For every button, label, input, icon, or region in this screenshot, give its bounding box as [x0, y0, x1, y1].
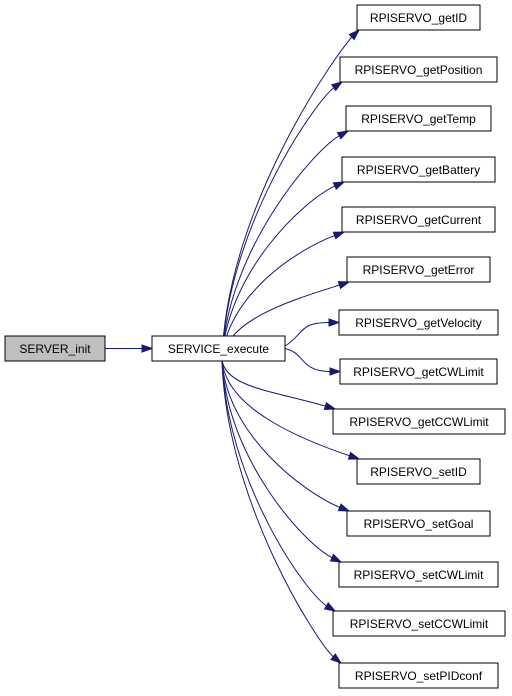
node-rpiservo-getbattery[interactable]: RPISERVO_getBattery	[341, 156, 496, 183]
edge-execute-to-set-pid-conf	[221, 359, 336, 659]
node-rpiservo-gettemp-label: RPISERVO_getTemp	[361, 112, 476, 126]
node-rpiservo-getccwlimit-label: RPISERVO_getCCWLimit	[349, 415, 489, 429]
edge-execute-to-get-position-arrowhead	[330, 81, 344, 92]
node-rpiservo-setgoal[interactable]: RPISERVO_setGoal	[346, 510, 491, 537]
edge-execute-to-get-battery-arrowhead	[332, 181, 346, 191]
node-rpiservo-getid-box	[356, 4, 481, 31]
edge-execute-to-set-ccw-limit-arrowhead	[323, 602, 337, 612]
edge-execute-to-set-id-arrowhead	[347, 451, 361, 460]
edge-execute-to-set-pid-conf-arrowhead	[330, 653, 343, 664]
edge-execute-to-get-temp	[221, 134, 342, 361]
edge-execute-to-set-id	[221, 359, 352, 457]
node-service-execute-box	[151, 335, 286, 362]
node-rpiservo-setccwlimit-box	[332, 610, 506, 637]
node-rpiservo-setcwlimit-box	[338, 561, 499, 588]
node-rpiservo-setccwlimit[interactable]: RPISERVO_setCCWLimit	[332, 610, 506, 637]
node-rpiservo-getvelocity-label: RPISERVO_getVelocity	[355, 316, 482, 330]
edge-execute-to-set-goal	[221, 359, 342, 509]
edge-root-to-execute-arrowhead	[141, 344, 154, 353]
node-service-execute-label: SERVICE_execute	[168, 342, 269, 356]
node-rpiservo-getcwlimit-box	[339, 358, 498, 385]
edge-execute-to-set-goal-arrowhead	[337, 503, 351, 512]
node-rpiservo-setid[interactable]: RPISERVO_setID	[356, 458, 481, 485]
node-rpiservo-setcwlimit[interactable]: RPISERVO_setCWLimit	[338, 561, 499, 588]
node-rpiservo-setpidconf-box	[338, 662, 499, 689]
edge-execute-to-get-ccw-limit-arrowhead	[323, 401, 337, 411]
edge-execute-to-set-cw-limit	[221, 359, 335, 560]
node-server-init-label: SERVER_init	[19, 342, 91, 356]
edge-execute-to-set-ccw-limit	[221, 359, 329, 608]
edge-execute-to-get-error-arrowhead	[337, 281, 351, 290]
node-rpiservo-getbattery-box	[341, 156, 496, 183]
node-rpiservo-setcwlimit-label: RPISERVO_setCWLimit	[354, 568, 484, 582]
node-rpiservo-getcurrent[interactable]: RPISERVO_getCurrent	[341, 206, 496, 233]
node-service-execute[interactable]: SERVICE_execute	[151, 335, 286, 362]
edge-execute-to-get-ccw-limit	[221, 359, 328, 408]
node-server-init[interactable]: SERVER_init	[4, 335, 106, 362]
node-rpiservo-setccwlimit-label: RPISERVO_setCCWLimit	[350, 617, 489, 631]
node-rpiservo-getcwlimit[interactable]: RPISERVO_getCWLimit	[339, 358, 498, 385]
edge-execute-to-get-velocity-arrowhead	[328, 318, 341, 327]
call-edges	[105, 28, 361, 664]
node-rpiservo-gettemp-box	[345, 105, 492, 132]
node-rpiservo-geterror-box	[346, 256, 491, 283]
node-rpiservo-setpidconf-label: RPISERVO_setPIDconf	[355, 669, 483, 683]
node-rpiservo-getposition-box	[339, 56, 498, 83]
edge-execute-to-get-cw-limit	[284, 348, 331, 372]
node-rpiservo-geterror[interactable]: RPISERVO_getError	[346, 256, 491, 283]
edge-execute-to-get-position	[221, 86, 336, 361]
node-rpiservo-setgoal-label: RPISERVO_setGoal	[364, 517, 474, 531]
node-rpiservo-getcurrent-label: RPISERVO_getCurrent	[356, 213, 482, 227]
edge-execute-to-get-cw-limit-arrowhead	[329, 367, 342, 376]
node-rpiservo-getposition-label: RPISERVO_getPosition	[355, 63, 483, 77]
node-rpiservo-getbattery-label: RPISERVO_getBattery	[357, 163, 480, 177]
node-rpiservo-getvelocity[interactable]: RPISERVO_getVelocity	[338, 309, 499, 336]
edge-execute-to-get-battery	[221, 184, 337, 361]
edge-execute-to-get-temp-arrowhead	[336, 130, 350, 140]
node-rpiservo-setgoal-box	[346, 510, 491, 537]
node-rpiservo-setpidconf[interactable]: RPISERVO_setPIDconf	[338, 662, 499, 689]
node-rpiservo-getid-label: RPISERVO_getID	[370, 11, 467, 25]
node-rpiservo-getid[interactable]: RPISERVO_getID	[356, 4, 481, 31]
node-rpiservo-setid-box	[356, 458, 481, 485]
node-rpiservo-setid-label: RPISERVO_setID	[370, 465, 467, 479]
node-rpiservo-geterror-label: RPISERVO_getError	[363, 263, 475, 277]
node-rpiservo-getcurrent-box	[341, 206, 496, 233]
edge-execute-to-get-velocity	[284, 322, 330, 347]
node-rpiservo-getcwlimit-label: RPISERVO_getCWLimit	[353, 365, 484, 379]
edge-execute-to-get-current-arrowhead	[332, 231, 346, 240]
node-server-init-box	[4, 335, 106, 362]
node-rpiservo-getccwlimit[interactable]: RPISERVO_getCCWLimit	[332, 408, 506, 435]
edge-execute-to-set-cw-limit-arrowhead	[329, 553, 343, 563]
node-rpiservo-getvelocity-box	[338, 309, 499, 336]
edge-execute-to-get-id-arrowhead	[348, 28, 361, 41]
node-rpiservo-getccwlimit-box	[332, 408, 506, 435]
node-rpiservo-gettemp[interactable]: RPISERVO_getTemp	[345, 105, 492, 132]
node-rpiservo-getposition[interactable]: RPISERVO_getPosition	[339, 56, 498, 83]
